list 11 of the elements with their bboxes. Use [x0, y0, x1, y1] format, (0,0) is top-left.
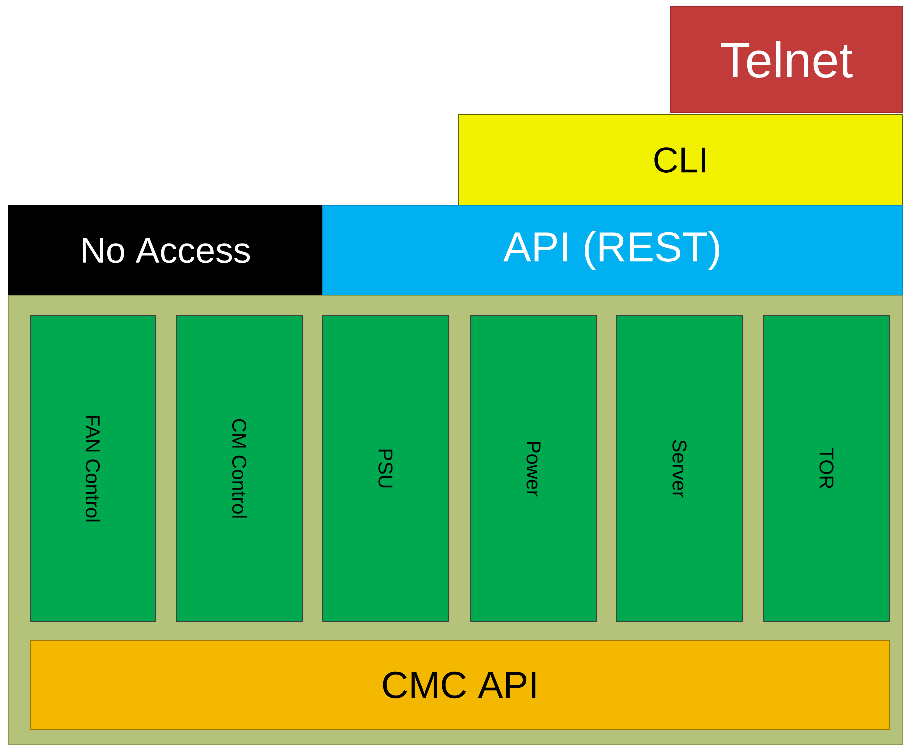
module-box: TOR [763, 315, 890, 622]
layer-box: No Access [8, 205, 324, 296]
module-box: PSU [322, 315, 450, 622]
module-box: Power [470, 315, 598, 622]
layer-box: Telnet [670, 6, 904, 114]
layer-box: API (REST) [322, 205, 904, 296]
layer-box: CLI [458, 114, 904, 206]
module-box: FAN Control [30, 315, 156, 622]
module-box: Server [616, 315, 744, 622]
api-box: CMC API [30, 640, 891, 730]
module-box: CM Control [176, 315, 304, 622]
